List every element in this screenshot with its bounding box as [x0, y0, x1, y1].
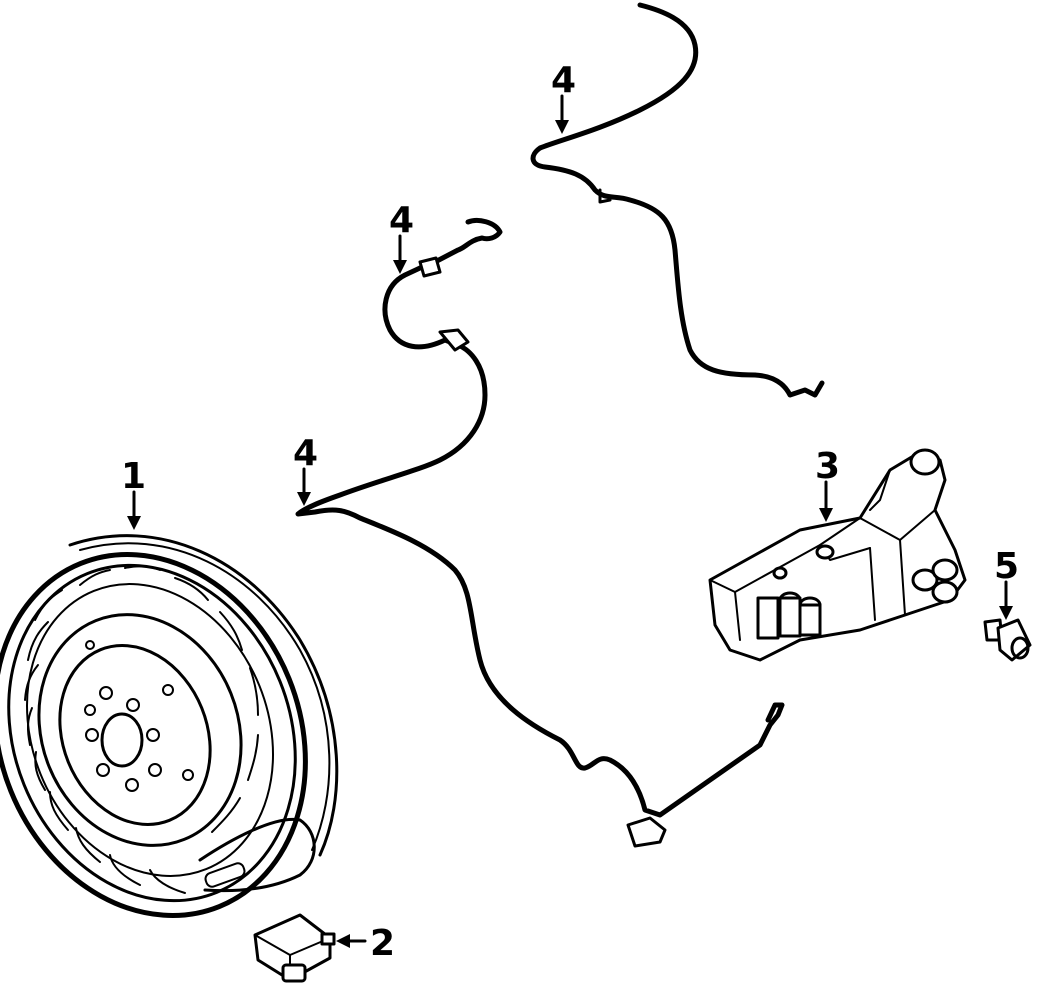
- callout-5: 5: [994, 546, 1019, 620]
- svg-text:4: 4: [389, 200, 414, 241]
- abs-modulator-part-3: [708, 448, 967, 662]
- sensor-wire-upper: [530, 2, 825, 398]
- svg-text:2: 2: [370, 923, 395, 964]
- sensor-part-2: [253, 913, 336, 983]
- sensor-wire-lower: [295, 217, 785, 848]
- callout-3: 3: [815, 446, 840, 522]
- callout-2: 2: [336, 923, 395, 964]
- callout-4-lower: 4: [293, 433, 318, 506]
- fitting-part-5: [983, 618, 1032, 662]
- cooling-vanes: [24, 565, 259, 894]
- svg-text:4: 4: [551, 60, 576, 101]
- svg-text:3: 3: [815, 446, 840, 487]
- svg-text:5: 5: [994, 546, 1019, 587]
- callout-1: 1: [121, 456, 146, 530]
- svg-text:4: 4: [293, 433, 318, 474]
- callout-4-upper: 4: [551, 60, 576, 134]
- svg-text:1: 1: [121, 456, 146, 497]
- lug-holes: [84, 640, 194, 792]
- brake-rotor: [0, 534, 339, 918]
- callout-4-middle: 4: [389, 200, 414, 274]
